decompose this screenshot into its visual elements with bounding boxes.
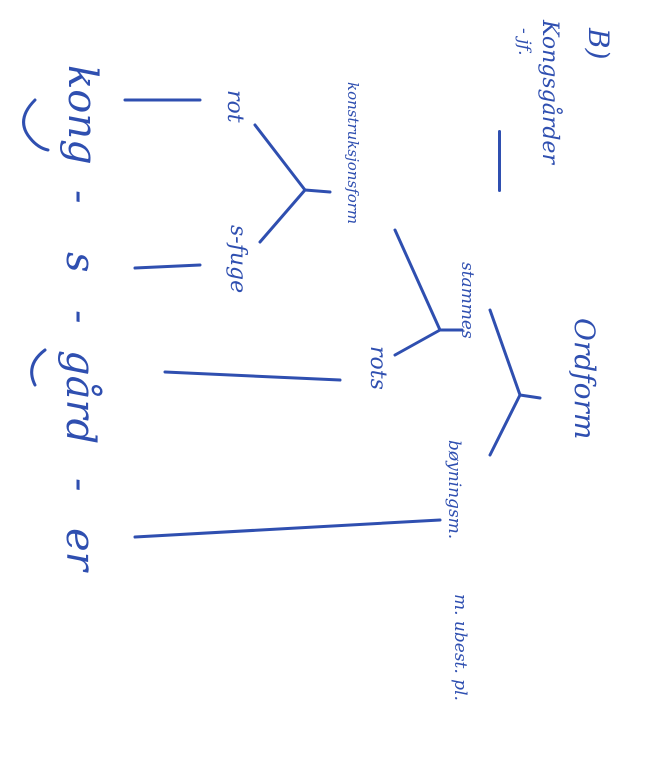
segment-gard: gård [57, 350, 103, 445]
branch-stammes-rots [393, 328, 442, 357]
compound-word: Kongsgårder [537, 20, 562, 164]
stem-konstruksjonsform [303, 188, 332, 194]
segment-dash-1: - [57, 190, 103, 204]
gard-hook [30, 348, 47, 387]
connector-s-fuge-s [133, 263, 202, 270]
connector-boyningsm-er [133, 518, 442, 539]
connector-rots-gard [163, 370, 342, 382]
segment-dash-2: - [57, 310, 103, 324]
segment-dash-3: - [57, 478, 103, 492]
node-konstruksjonsform: konstruksjonsform [344, 82, 362, 225]
node-s-fuge: s-fuge [225, 225, 250, 294]
branch-konstruksjonsform-s-fuge [258, 188, 307, 244]
kong-hook [22, 98, 50, 152]
node-inflection-note: m. ubest. pl. [450, 594, 470, 701]
branch-ordform-stammes [488, 308, 522, 397]
gloss-underline [498, 130, 501, 192]
segment-kong: kong [59, 65, 105, 165]
node-rots: rots [365, 346, 390, 390]
node-rot: rot [222, 90, 247, 123]
part-label: B) [582, 28, 615, 60]
branch-konstruksjonsform-rot [253, 123, 307, 192]
branch-ordform-boyningsm [488, 393, 522, 457]
segment-s: s [57, 252, 103, 273]
branch-stammes-konstruksjonsform [393, 228, 442, 332]
compound-gloss: - jf. [514, 28, 534, 56]
node-ordform: Ordform [568, 318, 601, 440]
stem-ordform [518, 393, 542, 400]
node-boyningsm: bøyningsm. [444, 440, 464, 540]
node-stammes: stammes [457, 262, 477, 339]
segment-er: er [57, 528, 103, 571]
